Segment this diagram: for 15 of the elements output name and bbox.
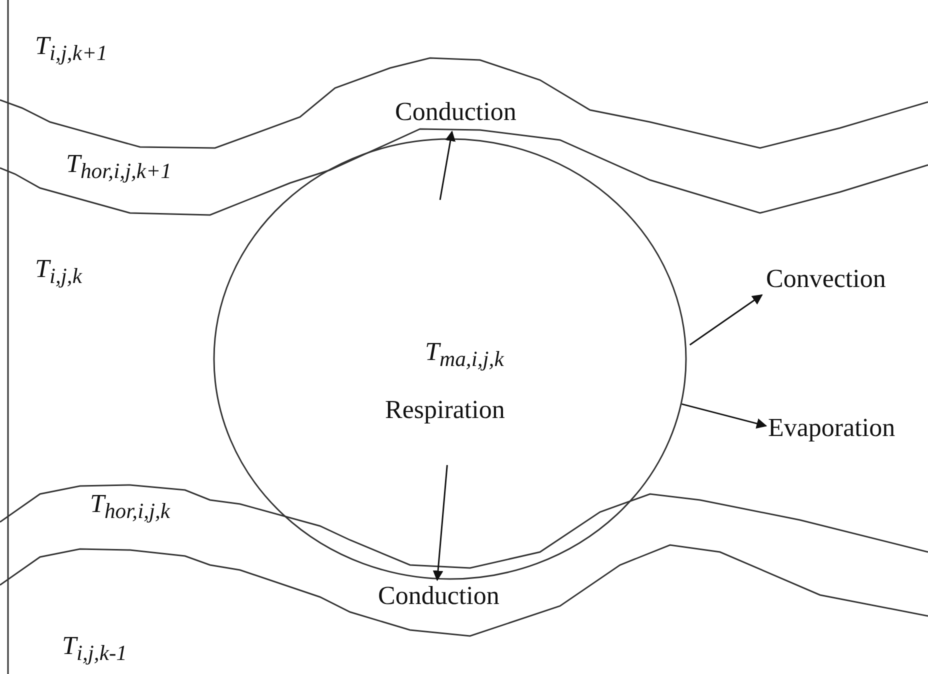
arrow	[439, 130, 456, 200]
heat-flow-label: Convection	[766, 265, 886, 294]
plant-temperature-label: T$_{ma,i,j,k}$	[425, 338, 504, 372]
arrow	[432, 465, 448, 582]
heat-flow-label: Evaporation	[768, 414, 896, 443]
process-label: Respiration	[385, 396, 505, 425]
layer-temperature-label: T$_{hor,i,j,k}$	[90, 490, 170, 524]
heat-flow-label: Conduction	[395, 98, 516, 127]
temperature-label: T$_{i,j,k+1}$	[35, 32, 108, 66]
arrow	[689, 294, 763, 346]
layer-temperature-label: T$_{hor,i,j,k+1}$	[66, 150, 172, 184]
heat-flow-label: Conduction	[378, 582, 500, 611]
arrow	[682, 403, 768, 429]
temperature-label: T$_{i,j,k}$	[35, 255, 82, 290]
temperature-label: T$_{i,j,k-1}$	[62, 632, 127, 666]
